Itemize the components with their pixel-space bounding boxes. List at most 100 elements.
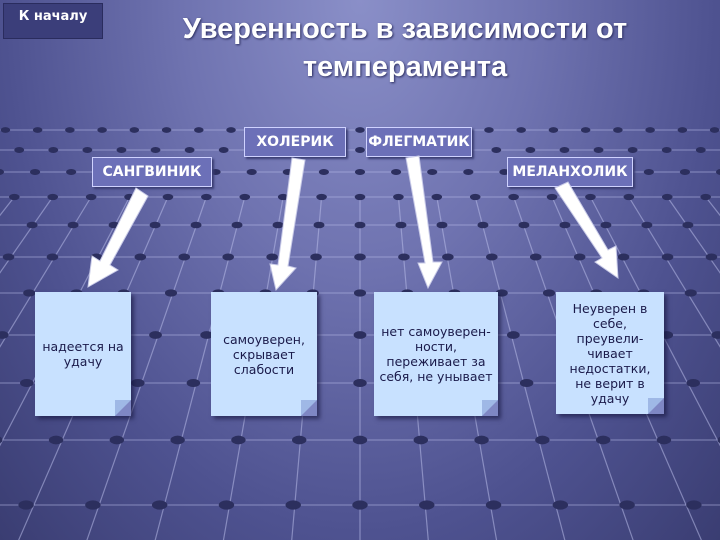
- grid-node: [134, 253, 147, 261]
- grid-node: [552, 500, 569, 510]
- grid-node: [277, 193, 289, 201]
- grid-node: [109, 435, 125, 445]
- grid-node: [661, 193, 673, 201]
- grid-node: [353, 331, 367, 339]
- grid-node: [0, 169, 5, 175]
- grid-node: [709, 127, 720, 133]
- grid-node: [108, 221, 120, 229]
- page-fold: [482, 400, 498, 416]
- grid-node: [645, 127, 655, 133]
- grid-node: [354, 221, 366, 229]
- slide-title: Уверенность в зависимости от темперамент…: [182, 13, 628, 83]
- grid-node: [686, 378, 700, 388]
- grid-node: [516, 127, 526, 133]
- grid-node: [170, 435, 185, 445]
- grid-node: [355, 127, 365, 133]
- grid-node: [184, 147, 195, 153]
- grid-node: [85, 500, 101, 510]
- label-choleric: ХОЛЕРИК: [244, 127, 346, 157]
- grid-line: [0, 197, 14, 217]
- grid-node: [218, 147, 229, 153]
- grid-node: [161, 127, 172, 133]
- grid-node: [20, 378, 34, 388]
- grid-node: [711, 331, 720, 339]
- grid-node: [162, 193, 174, 201]
- grid-node: [398, 253, 410, 261]
- grid-node: [272, 221, 284, 229]
- grid-node: [643, 168, 654, 176]
- grid-node: [26, 221, 38, 229]
- grid-node: [292, 435, 307, 445]
- grid-node: [0, 331, 9, 339]
- grid-node: [310, 253, 322, 261]
- note-melancholic: Неуверен в себе, преувели-чивает недоста…: [556, 292, 664, 414]
- grid-node: [231, 221, 243, 229]
- label-phlegmatic: ФЛЕГМАТИК: [366, 127, 472, 157]
- home-button[interactable]: К началу: [3, 3, 103, 39]
- grid-node: [518, 221, 530, 229]
- grid-node: [508, 193, 519, 201]
- grid-node: [201, 193, 212, 201]
- grid-node: [495, 289, 508, 297]
- grid-node: [186, 378, 201, 388]
- grid-node: [200, 331, 214, 339]
- grid-node: [246, 168, 257, 176]
- page-fold: [648, 398, 664, 414]
- grid-node: [82, 147, 93, 153]
- grid-node: [463, 168, 474, 176]
- grid-node: [47, 193, 59, 201]
- grid-node: [149, 331, 162, 339]
- grid-node: [66, 168, 77, 176]
- grid-node: [715, 169, 720, 175]
- grid-node: [613, 127, 623, 133]
- grid-node: [679, 168, 691, 176]
- grid-node: [695, 147, 706, 153]
- grid-node: [218, 500, 235, 510]
- grid-node: [129, 127, 140, 133]
- grid-node: [231, 435, 246, 445]
- grid-node: [627, 147, 638, 153]
- grid-node: [419, 500, 435, 510]
- grid-node: [661, 147, 672, 153]
- grid-node: [580, 127, 591, 133]
- page-fold: [115, 400, 131, 416]
- note-choleric: самоуверен, скрывает слабости: [211, 292, 317, 416]
- grid-node: [484, 127, 494, 133]
- grid-node: [617, 253, 630, 261]
- grid-line: [667, 197, 720, 274]
- grid-node: [442, 253, 454, 261]
- grid-node: [285, 500, 301, 510]
- grid-node: [124, 193, 135, 201]
- grid-node: [684, 289, 697, 297]
- note-phlegmatic-text: нет самоуверен-ности, переживает за себя…: [379, 324, 493, 384]
- grid-node: [194, 127, 204, 133]
- note-phlegmatic: нет самоуверен-ности, переживает за себя…: [374, 292, 498, 416]
- grid-node: [97, 127, 107, 133]
- grid-node: [585, 193, 596, 201]
- grid-node: [600, 221, 612, 229]
- grid-node: [525, 147, 536, 153]
- grid-node: [23, 289, 36, 297]
- grid-node: [354, 253, 366, 261]
- grid-node: [354, 168, 366, 176]
- grid-node: [150, 147, 161, 153]
- grid-node: [499, 168, 510, 176]
- grid-node: [353, 378, 367, 388]
- grid-node: [542, 289, 556, 297]
- grid-node: [210, 168, 221, 176]
- grid-node: [623, 193, 635, 201]
- grid-node: [391, 168, 402, 176]
- grid-node: [474, 435, 489, 445]
- grid-node: [239, 193, 251, 201]
- grid-node: [393, 193, 404, 201]
- grid-node: [619, 500, 635, 510]
- grid-node: [2, 253, 15, 261]
- grid-node: [149, 221, 161, 229]
- grid-node: [131, 378, 145, 388]
- grid-node: [573, 253, 586, 261]
- label-melancholic: МЕЛАНХОЛИК: [507, 157, 633, 187]
- grid-node: [352, 500, 368, 510]
- note-choleric-text: самоуверен, скрывает слабости: [223, 331, 305, 377]
- grid-node: [116, 147, 127, 153]
- grid-node: [32, 127, 43, 133]
